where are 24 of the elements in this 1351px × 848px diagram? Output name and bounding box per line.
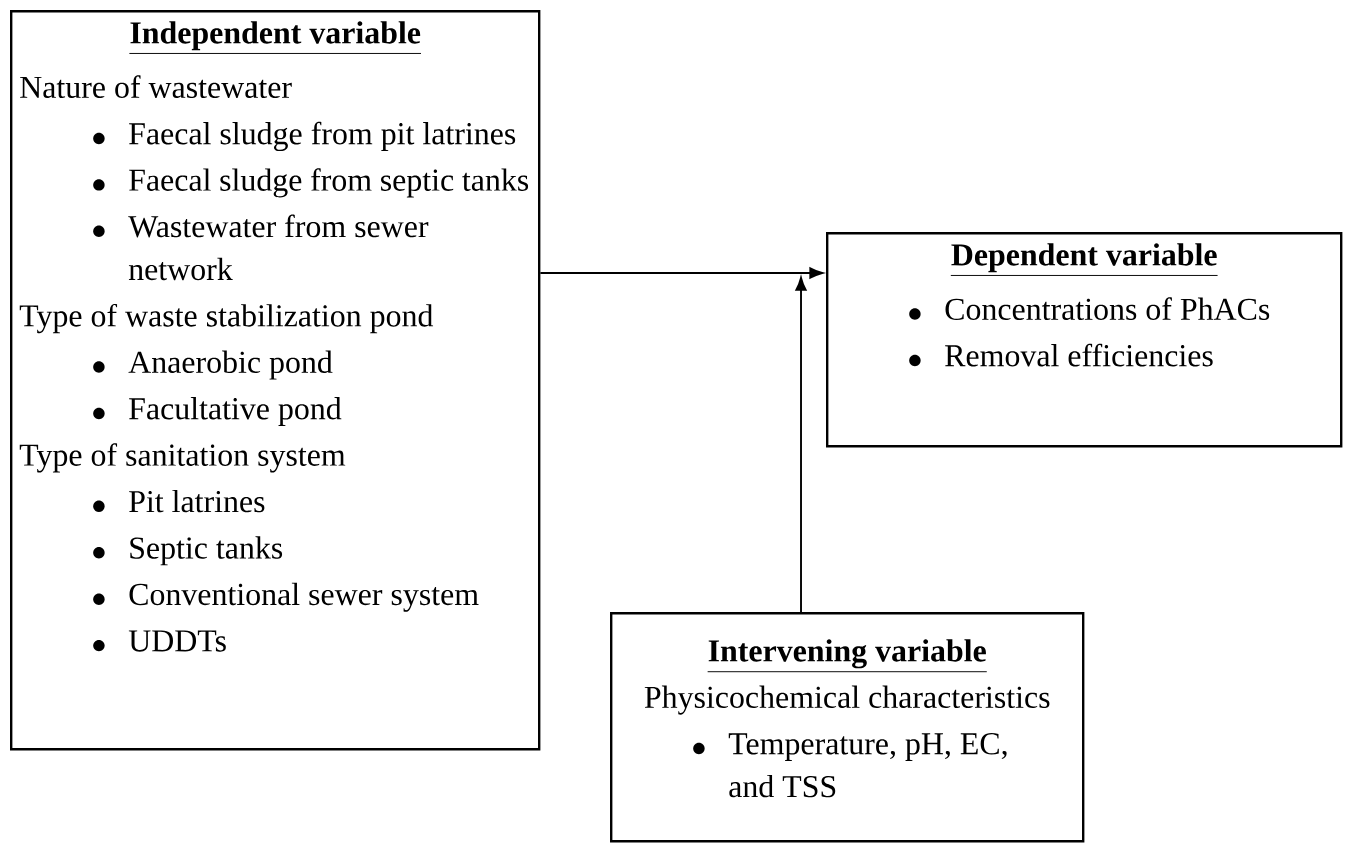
bullet-item: Faecal sludge from pit latrines xyxy=(93,121,516,152)
heading: Intervening variable xyxy=(707,639,988,673)
subheading: Nature of wastewater xyxy=(20,75,292,99)
bullet-item: Pit latrines xyxy=(93,489,265,513)
bullet-item: Removal efficiencies xyxy=(909,343,1213,367)
bullet-item: Faecal sludge from septic tanks xyxy=(93,168,529,198)
subheading: Type of sanitation system xyxy=(19,443,346,473)
variable-box xyxy=(826,232,1343,448)
bullet-item: Anaerobic pond xyxy=(93,350,333,380)
bullet-item: Septic tanks xyxy=(93,536,283,566)
variable-box xyxy=(610,612,1085,843)
heading: Dependent variable xyxy=(950,243,1219,276)
bullet-item: Conventional sewer system xyxy=(93,582,479,612)
bullet-item: UDDTs xyxy=(93,630,226,652)
bullet-item: Concentrations of PhACs xyxy=(909,297,1270,321)
heading: Independent variable xyxy=(128,21,422,54)
bullet-item: Temperature, pH, EC, and TSS xyxy=(693,733,1007,798)
subheading: Physicochemical characteristics xyxy=(644,685,1050,715)
bullet-item: Facultative pond xyxy=(93,397,342,426)
bullet-item: Wastewater from sewer network xyxy=(93,214,429,281)
variable-box xyxy=(10,10,541,751)
subheading: Type of waste stabilization pond xyxy=(19,303,434,334)
arrow xyxy=(539,267,824,279)
arrow xyxy=(795,277,807,613)
